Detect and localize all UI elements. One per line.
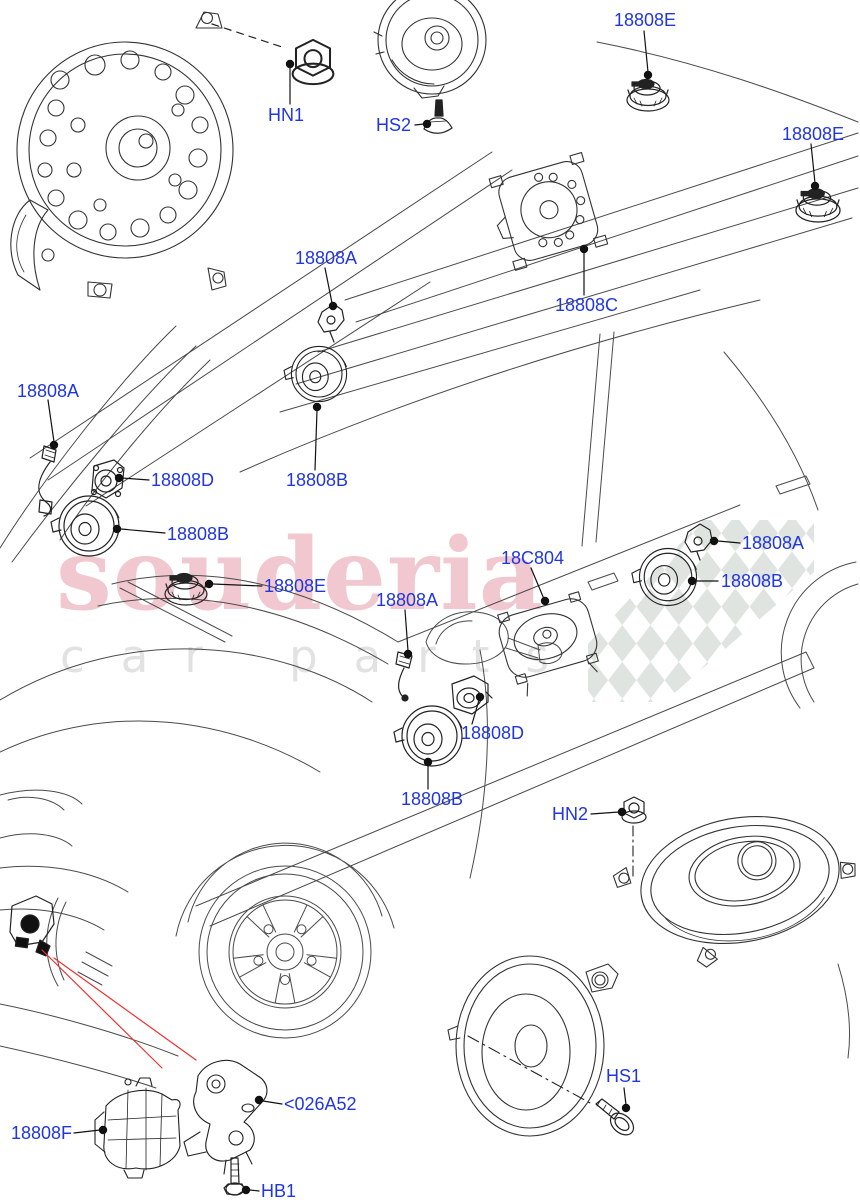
- part-label-hs1-18[interactable]: HS1: [606, 1066, 642, 1086]
- rear-oval-subwoofer-drawing: [612, 815, 856, 968]
- speaker-18808f-drawing: [94, 1077, 181, 1179]
- hb1-bolt-drawing: [223, 1157, 246, 1196]
- leader-dots: [49, 59, 820, 1195]
- part-label-hs2-1[interactable]: HS2: [376, 115, 412, 135]
- wire-connector-center-drawing: [395, 651, 413, 702]
- red-reference-lines: [41, 949, 197, 1069]
- bracket-18808d-center-drawing: [451, 675, 493, 715]
- midrange-speaker-drawing: [373, 0, 487, 99]
- mounting-bracket-drawing: [183, 1059, 268, 1175]
- part-label-026a52-20[interactable]: <026A52: [284, 1094, 357, 1114]
- part-label-18808f-19[interactable]: 18808F: [11, 1123, 73, 1143]
- leader-lines: [47, 30, 816, 1192]
- part-label-18808b-13[interactable]: 18808B: [721, 571, 784, 591]
- front-wheel-drawing: [198, 865, 372, 1039]
- clip-18808a-right-drawing: [684, 523, 713, 561]
- watermark-checker-band: [588, 520, 814, 702]
- part-label-18808b-16[interactable]: 18808B: [401, 789, 464, 809]
- bumper-tweeter-drawing: [9, 895, 55, 957]
- round-woofer-drawing: [447, 955, 619, 1137]
- part-label-18808b-9[interactable]: 18808B: [167, 524, 230, 544]
- square-speaker-drawing: [488, 152, 609, 271]
- part-label-hb1-21[interactable]: HB1: [261, 1181, 297, 1200]
- car-body-outline: [0, 41, 859, 1089]
- part-label-18808c-5[interactable]: 18808C: [555, 295, 619, 315]
- part-label-18808d-7[interactable]: 18808D: [151, 470, 215, 490]
- watermark-tagline: car parts: [60, 630, 585, 683]
- hs2-screw-drawing: [423, 99, 453, 134]
- part-label-18808b-8[interactable]: 18808B: [286, 470, 349, 490]
- hn2-nut-drawing: [621, 796, 647, 877]
- part-label-18808e-10[interactable]: 18808E: [264, 576, 327, 596]
- oval-speaker-18c804-drawing: [497, 591, 599, 697]
- part-label-18808e-2[interactable]: 18808E: [614, 10, 677, 30]
- part-label-18808a-12[interactable]: 18808A: [742, 533, 805, 553]
- part-label-18808a-14[interactable]: 18808A: [376, 590, 439, 610]
- part-label-hn1-0[interactable]: HN1: [268, 105, 305, 125]
- part-label-18808a-6[interactable]: 18808A: [17, 381, 80, 401]
- part-label-18808d-15[interactable]: 18808D: [461, 723, 525, 743]
- part-label-18808a-4[interactable]: 18808A: [295, 248, 358, 268]
- part-label-18c804-11[interactable]: 18C804: [501, 548, 565, 568]
- hs1-screw-drawing: [595, 1098, 635, 1136]
- part-label-hn2-17[interactable]: HN2: [552, 804, 589, 824]
- subwoofer-plate-drawing: [10, 11, 234, 299]
- part-label-18808e-3[interactable]: 18808E: [782, 124, 845, 144]
- watermark-brand: souderia: [56, 517, 544, 633]
